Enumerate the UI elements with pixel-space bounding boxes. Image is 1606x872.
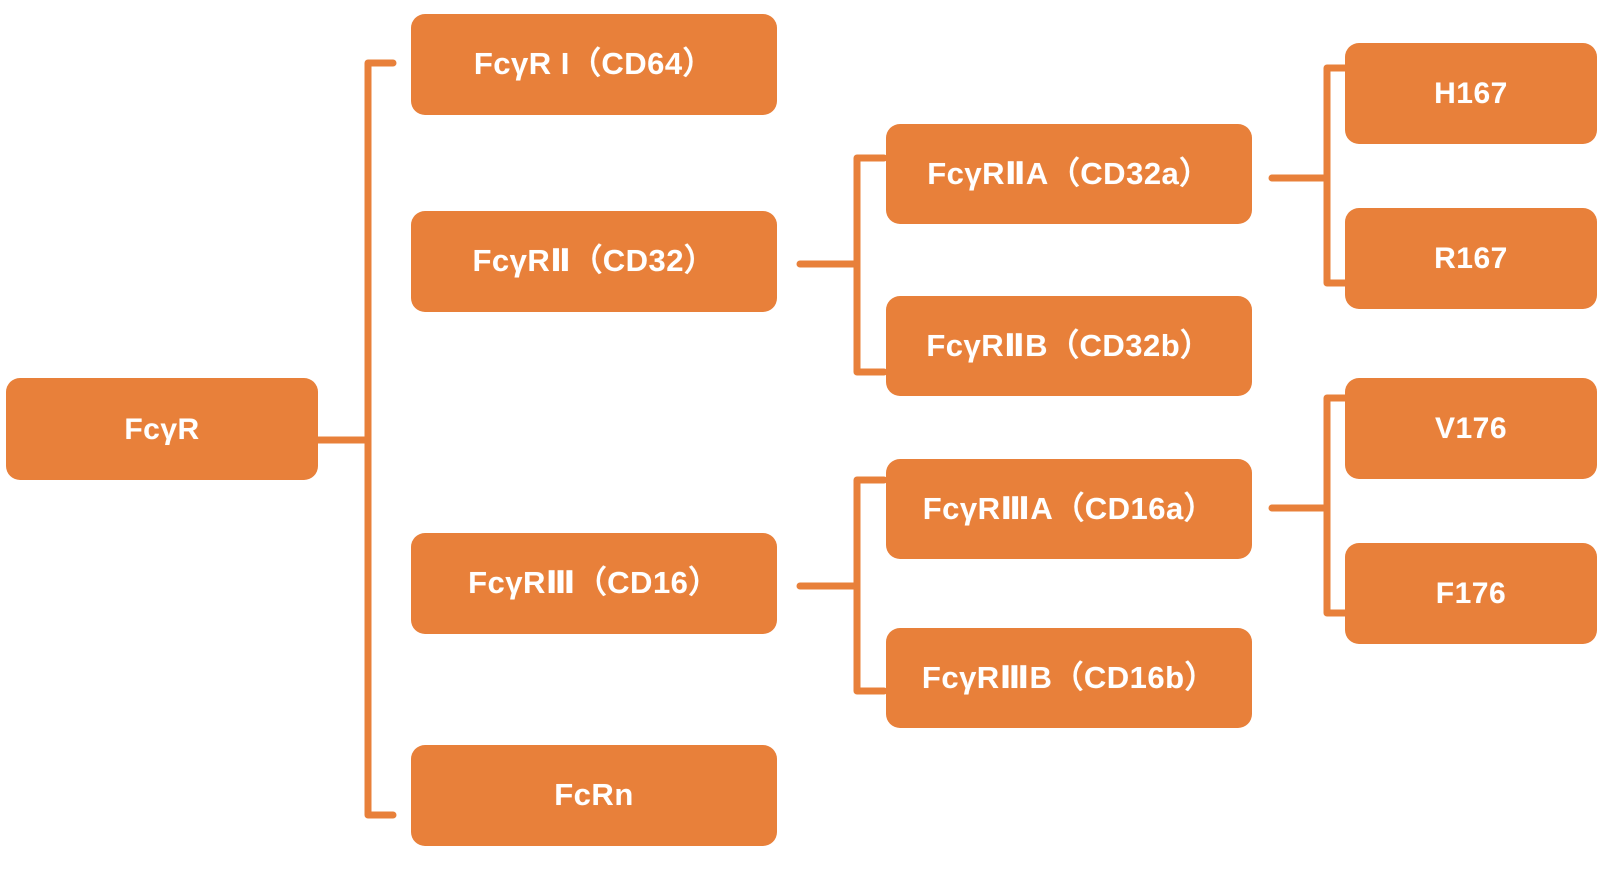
node-label: FcγRⅢA（CD16a）: [922, 490, 1216, 526]
node-label: FcγR I（CD64）: [473, 46, 715, 82]
node-fcrn[interactable]: FcRn: [411, 745, 777, 846]
node-label: R167: [1434, 242, 1508, 275]
node-label: V176: [1434, 412, 1508, 445]
node-label: FcγRⅡB（CD32b）: [926, 327, 1212, 363]
connector-bracket-fcgr2: [853, 154, 888, 376]
node-f176[interactable]: F176: [1345, 543, 1597, 644]
node-fcgr-root[interactable]: FcγR: [6, 378, 318, 480]
node-fcgr2[interactable]: FcγRⅡ（CD32）: [411, 211, 777, 312]
node-label: H167: [1434, 77, 1508, 110]
node-fcgr1[interactable]: FcγR I（CD64）: [411, 14, 777, 115]
node-fcgr3[interactable]: FcγRⅢ（CD16）: [411, 533, 777, 634]
node-r167[interactable]: R167: [1345, 208, 1597, 309]
node-label: FcγR: [124, 412, 200, 446]
node-label: FcγRⅡ（CD32）: [472, 243, 716, 279]
node-label: FcγRⅢ（CD16）: [468, 565, 720, 601]
node-fcgr2a[interactable]: FcγRⅡA（CD32a）: [886, 124, 1252, 224]
node-h167[interactable]: H167: [1345, 43, 1597, 144]
node-v176[interactable]: V176: [1345, 378, 1597, 479]
node-label: FcγRⅡA（CD32a）: [927, 155, 1211, 191]
node-label: FcγRⅢB（CD16b）: [921, 659, 1217, 695]
node-fcgr3a[interactable]: FcγRⅢA（CD16a）: [886, 459, 1252, 559]
connector-bracket-fcgr3: [853, 476, 888, 695]
node-fcgr2b[interactable]: FcγRⅡB（CD32b）: [886, 296, 1252, 396]
node-label: FcRn: [554, 777, 634, 813]
node-label: F176: [1435, 577, 1507, 610]
node-fcgr3b[interactable]: FcγRⅢB（CD16b）: [886, 628, 1252, 728]
connector-bracket-level1: [364, 59, 397, 819]
